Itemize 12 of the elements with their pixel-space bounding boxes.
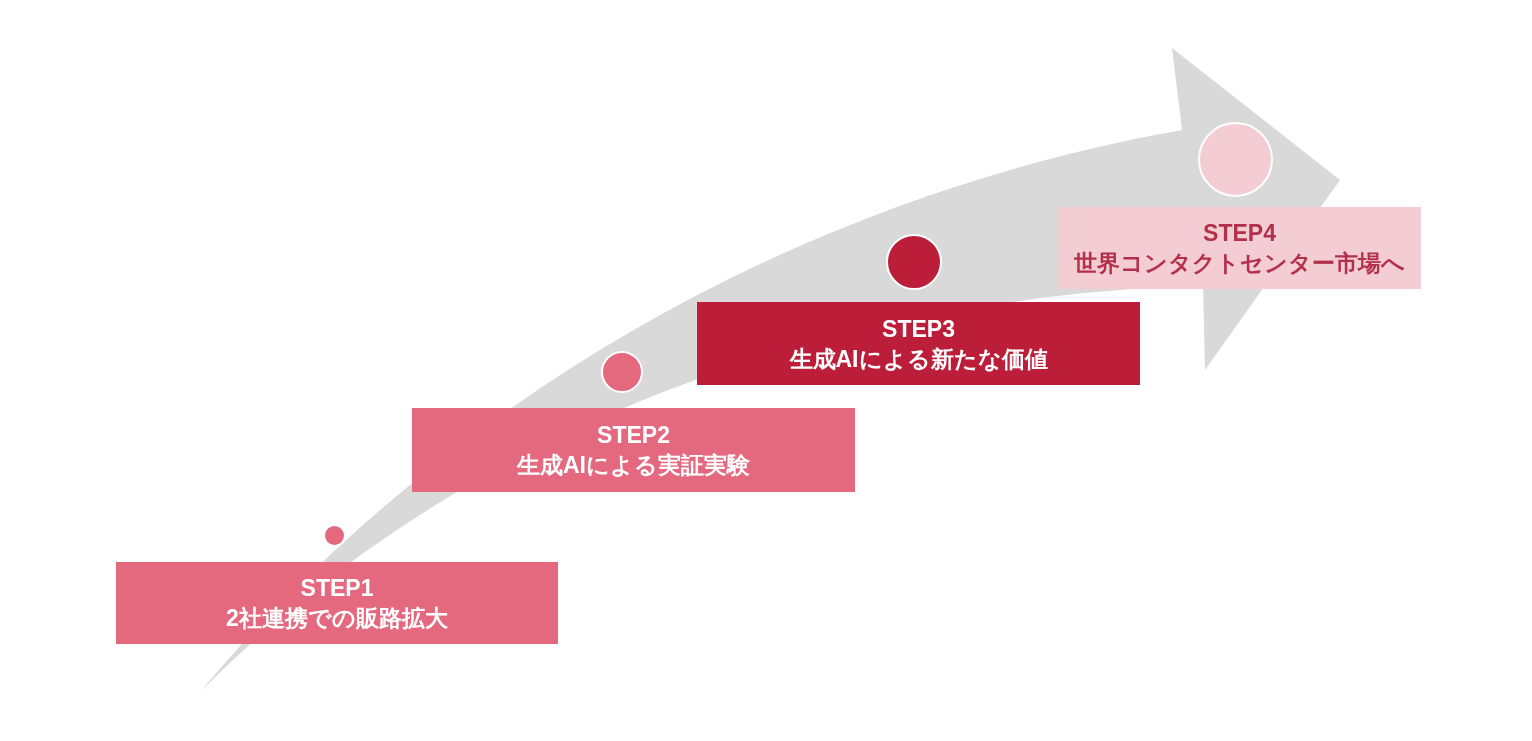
step-heading: STEP3: [882, 314, 955, 344]
step-heading: STEP1: [300, 574, 374, 603]
step-box: [697, 302, 1140, 385]
step-description: 生成AIによる新たな価値: [789, 344, 1048, 374]
step-description: 生成AIによる実証実験: [517, 451, 750, 480]
step-box: [1058, 207, 1421, 289]
step-heading: STEP4: [1203, 219, 1276, 248]
step-box: [116, 562, 558, 644]
step-heading: STEP2: [597, 421, 670, 450]
step-description: 2社連携での販路拡大: [226, 604, 448, 633]
step-box: [412, 408, 855, 492]
step-description: 世界コンタクトセンター市場へ: [1074, 249, 1405, 278]
